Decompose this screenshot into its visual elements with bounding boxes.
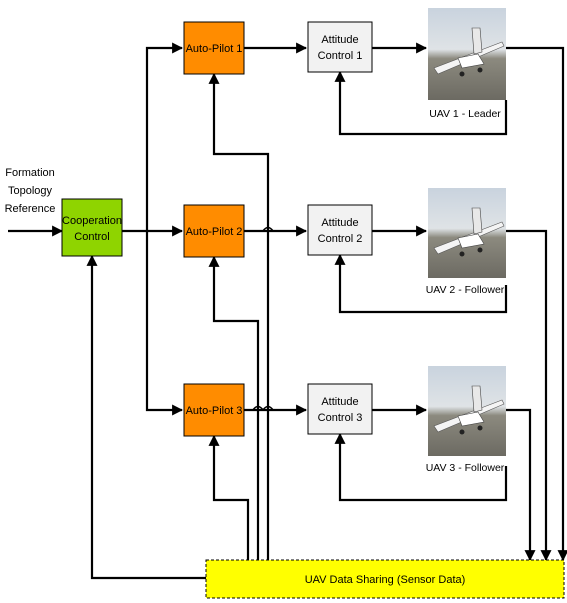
attitude-1-line-1: Attitude: [321, 34, 358, 46]
uav-3-photo: [428, 366, 506, 456]
data-sharing-label: UAV Data Sharing (Sensor Data): [305, 574, 466, 586]
uav-aircraft-icon: [433, 207, 505, 257]
connections: [8, 42, 567, 580]
input-label-line-2: Topology: [8, 185, 53, 197]
uav-aircraft-icon: [433, 385, 505, 435]
attitude-1-line-2: Control 1: [318, 50, 363, 62]
attitude-control-1-block: Attitude Control 1: [307, 21, 373, 73]
uav-2-label: UAV 2 - Follower: [426, 284, 505, 296]
input-label-line-1: Formation: [5, 167, 55, 179]
attitude-2-line-2: Control 2: [318, 233, 363, 245]
uav-1-label: UAV 1 - Leader: [429, 108, 501, 120]
cooperation-label-line-1: Cooperation: [62, 215, 122, 227]
autopilot-3-label: Auto-Pilot 3: [186, 405, 243, 417]
cooperation-label-line-2: Control: [74, 231, 109, 243]
uav-aircraft-icon: [433, 27, 505, 77]
attitude-2-line-1: Attitude: [321, 217, 358, 229]
uav-1-photo: [428, 8, 506, 100]
attitude-control-3-block: Attitude Control 3: [307, 383, 373, 435]
autopilot-2-label: Auto-Pilot 2: [186, 226, 243, 238]
attitude-control-2-block: Attitude Control 2: [307, 204, 373, 256]
attitude-3-line-1: Attitude: [321, 396, 358, 408]
autopilot-3-block: Auto-Pilot 3: [183, 383, 245, 437]
cooperation-control-block: Cooperation Control: [61, 198, 123, 257]
attitude-3-line-2: Control 3: [318, 412, 363, 424]
uav-2-photo: [428, 188, 506, 278]
autopilot-1-block: Auto-Pilot 1: [183, 21, 245, 75]
autopilot-1-label: Auto-Pilot 1: [186, 43, 243, 55]
autopilot-2-block: Auto-Pilot 2: [183, 204, 245, 258]
data-sharing-block: UAV Data Sharing (Sensor Data): [205, 559, 565, 599]
input-label-line-3: Reference: [5, 203, 56, 215]
uav-3-label: UAV 3 - Follower: [426, 462, 505, 474]
input-reference-label: Formation Topology Reference: [5, 167, 56, 215]
